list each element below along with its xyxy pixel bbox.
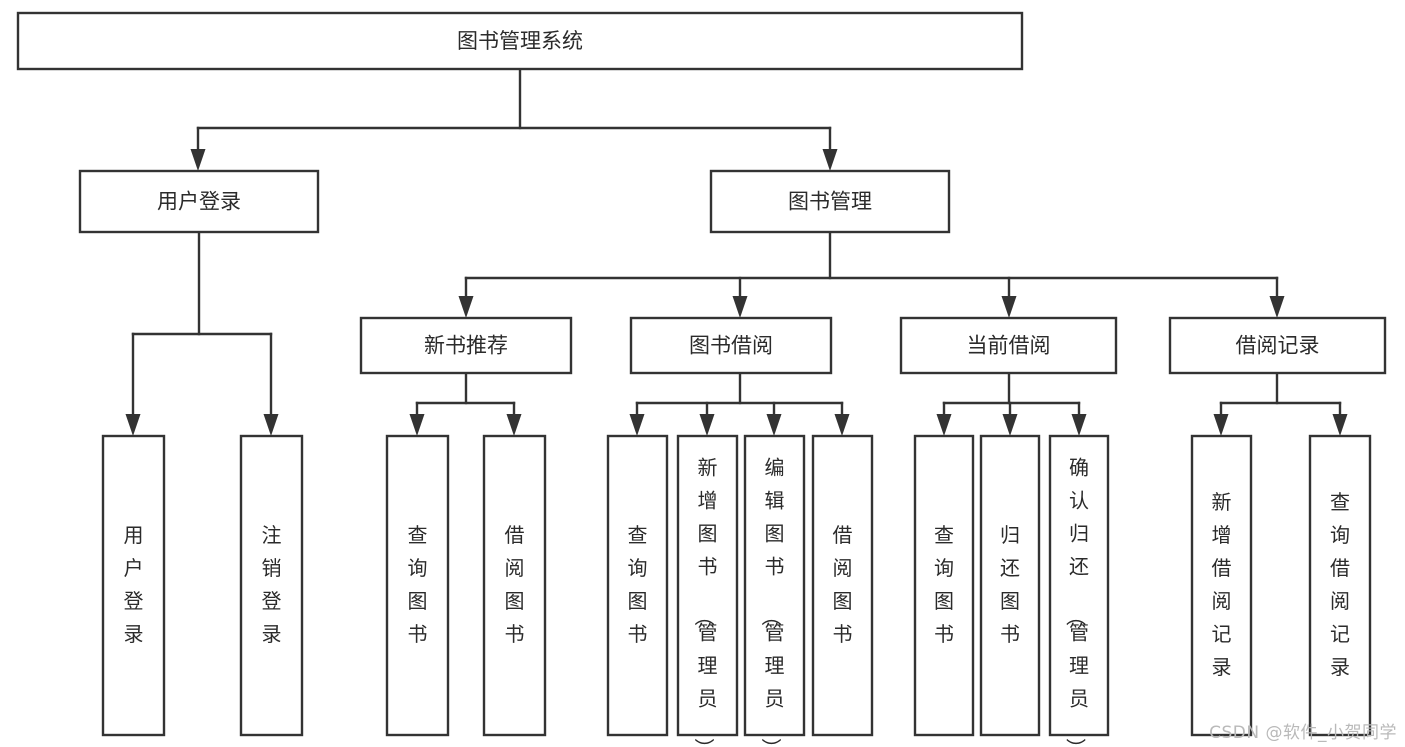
node-label: 确认归还（管理员） [1064, 455, 1089, 747]
fork-current [936, 371, 1087, 436]
node-l3-borrow[interactable]: 图书借阅 [629, 316, 833, 375]
node-label: 查询图书 [934, 523, 954, 646]
node-leaf-bw-query[interactable]: 查询图书 [606, 434, 669, 737]
node-label: 借阅图书 [833, 523, 853, 646]
fork-root [190, 67, 838, 171]
node-label: 编辑图书（管理员） [760, 455, 785, 747]
node-l2-book-manage[interactable]: 图书管理 [709, 169, 951, 234]
node-leaf-bw-edit[interactable]: 编辑图书（管理员） [743, 434, 806, 747]
node-label: 用户登录 [124, 523, 144, 646]
node-box[interactable] [1048, 434, 1110, 737]
arrow-head-icon [1002, 414, 1018, 436]
arrow-head-icon [732, 296, 748, 318]
arrow-head-icon [822, 149, 838, 171]
node-box[interactable] [1308, 434, 1372, 737]
arrow-head-icon [1332, 414, 1348, 436]
node-box[interactable] [239, 434, 304, 737]
node-label: 借阅图书 [505, 523, 525, 646]
node-label: 图书借阅 [689, 334, 773, 358]
node-box[interactable] [899, 316, 1118, 375]
fork-borrow [629, 371, 850, 436]
arrow-head-icon [936, 414, 952, 436]
arrow-head-icon [1213, 414, 1229, 436]
node-label: 借阅记录 [1236, 334, 1320, 358]
node-l2-user-login[interactable]: 用户登录 [78, 169, 320, 234]
node-box[interactable] [979, 434, 1041, 737]
node-l3-current[interactable]: 当前借阅 [899, 316, 1118, 375]
node-leaf-nb-query[interactable]: 查询图书 [385, 434, 450, 737]
node-box[interactable] [606, 434, 669, 737]
node-layer: 图书管理系统用户登录图书管理新书推荐图书借阅当前借阅借阅记录用户登录注销登录查询… [16, 11, 1387, 747]
node-leaf-user-login[interactable]: 用户登录 [101, 434, 166, 737]
node-leaf-user-logout[interactable]: 注销登录 [239, 434, 304, 737]
arrow-head-icon [1071, 414, 1087, 436]
arrow-head-icon [1269, 296, 1285, 318]
node-label: 归还图书 [1000, 523, 1020, 646]
node-box[interactable] [359, 316, 573, 375]
node-box[interactable] [16, 11, 1024, 71]
arrow-head-icon [190, 149, 206, 171]
arrow-head-icon [125, 414, 141, 436]
node-label: 注销登录 [262, 523, 282, 646]
node-box[interactable] [743, 434, 806, 737]
node-label: 图书管理系统 [457, 29, 583, 53]
node-l3-record[interactable]: 借阅记录 [1168, 316, 1387, 375]
arrow-head-icon [834, 414, 850, 436]
arrow-head-icon [263, 414, 279, 436]
fork-new-book [409, 371, 522, 436]
node-box[interactable] [811, 434, 874, 737]
node-label: 查询图书 [408, 523, 428, 646]
node-box[interactable] [1168, 316, 1387, 375]
node-label: 新增图书（管理员） [693, 455, 718, 747]
node-label: 新书推荐 [424, 334, 508, 358]
node-label: 图书管理 [788, 190, 872, 214]
fork-book-manage [458, 230, 1285, 318]
node-l3-new-book[interactable]: 新书推荐 [359, 316, 573, 375]
arrow-head-icon [699, 414, 715, 436]
fork-user-login [125, 230, 279, 436]
node-label: 新增借阅记录 [1212, 490, 1232, 679]
node-leaf-cu-return[interactable]: 归还图书 [979, 434, 1041, 737]
node-label: 查询借阅记录 [1330, 490, 1350, 679]
node-label: 查询图书 [628, 523, 648, 646]
node-box[interactable] [709, 169, 951, 234]
arrow-head-icon [458, 296, 474, 318]
fork-record [1213, 371, 1348, 436]
node-box[interactable] [1190, 434, 1253, 737]
node-box[interactable] [482, 434, 547, 737]
node-leaf-bw-borrow[interactable]: 借阅图书 [811, 434, 874, 737]
node-leaf-cu-query[interactable]: 查询图书 [913, 434, 975, 737]
node-box[interactable] [78, 169, 320, 234]
node-box[interactable] [676, 434, 739, 737]
arrow-head-icon [629, 414, 645, 436]
node-leaf-bw-add[interactable]: 新增图书（管理员） [676, 434, 739, 747]
node-label: 用户登录 [157, 190, 241, 214]
node-leaf-cu-confirm[interactable]: 确认归还（管理员） [1048, 434, 1110, 747]
node-box[interactable] [101, 434, 166, 737]
node-box[interactable] [913, 434, 975, 737]
arrow-head-icon [506, 414, 522, 436]
node-label: 当前借阅 [967, 334, 1051, 358]
node-box[interactable] [385, 434, 450, 737]
node-leaf-nb-borrow[interactable]: 借阅图书 [482, 434, 547, 737]
node-root[interactable]: 图书管理系统 [16, 11, 1024, 71]
connector-layer [125, 67, 1348, 436]
node-leaf-rc-add[interactable]: 新增借阅记录 [1190, 434, 1253, 737]
arrow-head-icon [1001, 296, 1017, 318]
arrow-head-icon [766, 414, 782, 436]
watermark-label: CSDN @软件_小贺同学 [1209, 723, 1397, 743]
node-leaf-rc-query[interactable]: 查询借阅记录 [1308, 434, 1372, 737]
node-box[interactable] [629, 316, 833, 375]
arrow-head-icon [409, 414, 425, 436]
